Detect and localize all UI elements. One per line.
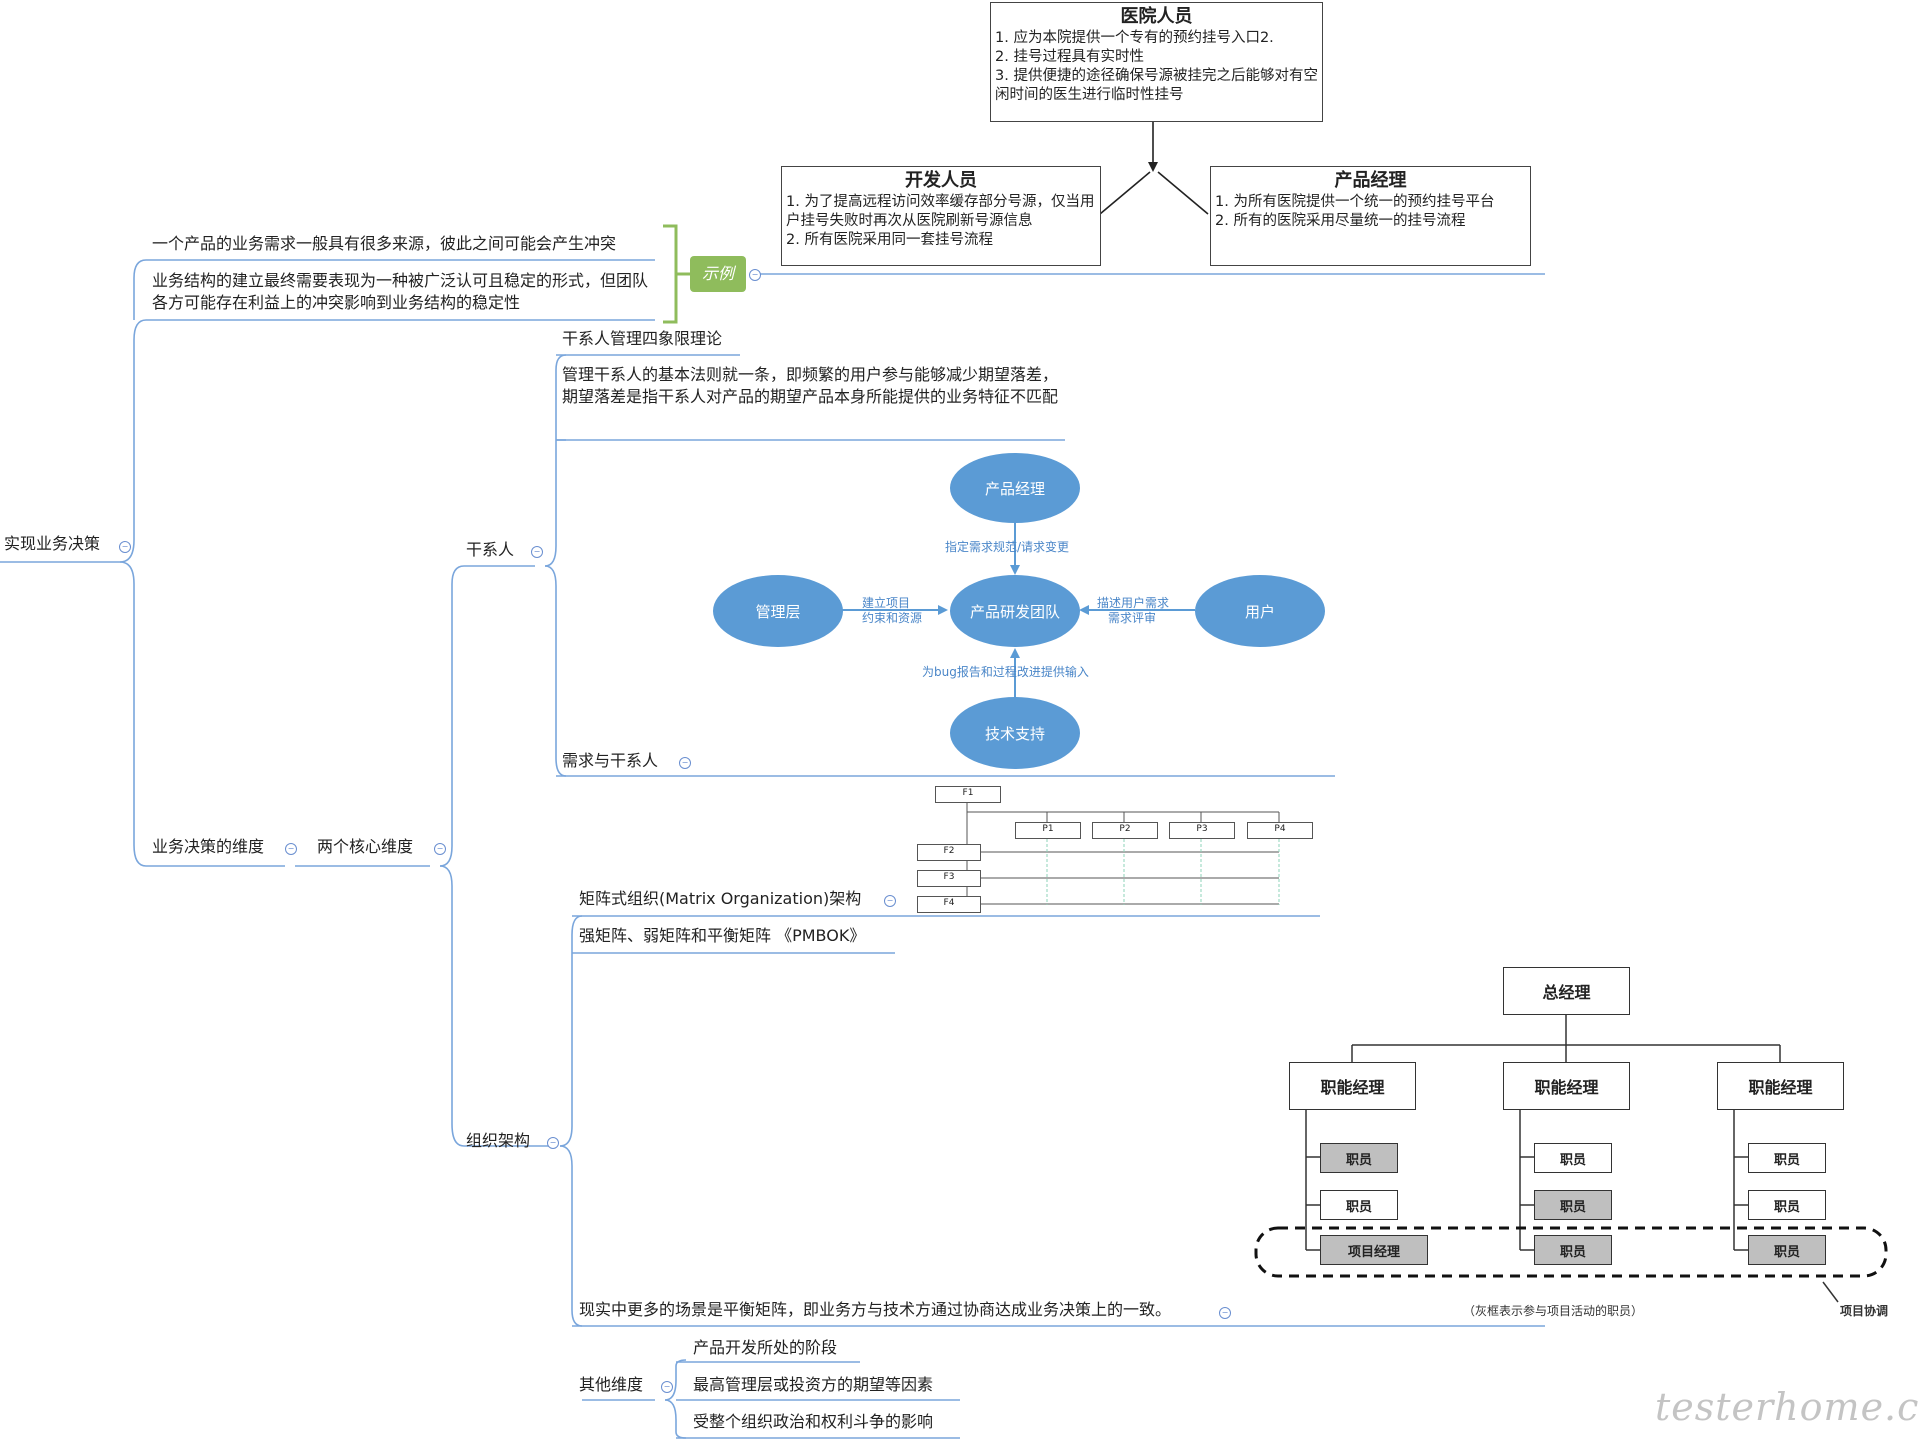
hospital-line-2: 2. 挂号过程具有实时性	[995, 49, 1144, 65]
branch1-item-1[interactable]: 一个产品的业务需求一般具有很多来源，彼此之间可能会产生冲突	[152, 234, 617, 253]
collapse-icon[interactable]: −	[119, 541, 131, 553]
collapse-icon[interactable]: −	[434, 843, 446, 855]
collapse-icon[interactable]: −	[285, 843, 297, 855]
collapse-icon[interactable]: −	[1219, 1307, 1231, 1319]
pm-line-1: 1. 为所有医院提供一个统一的预约挂号平台	[1215, 194, 1495, 210]
org-note: （灰框表示参与项目活动的职员）	[1463, 1304, 1644, 1318]
diagram-node-center: 产品研发团队	[950, 575, 1080, 647]
pm-line-2: 2. 所有的医院采用尽量统一的挂号流程	[1215, 213, 1466, 229]
org-staff: 职员	[1748, 1143, 1826, 1173]
collapse-icon[interactable]: −	[661, 1381, 673, 1393]
matrix-f1: F1	[935, 786, 1001, 803]
watermark: testerhome.com	[1655, 1385, 1920, 1429]
branch2-node[interactable]: 业务决策的维度	[152, 837, 265, 856]
collapse-icon[interactable]: −	[679, 757, 691, 769]
core-node[interactable]: 两个核心维度	[317, 837, 414, 856]
stakeholder-theory[interactable]: 干系人管理四象限理论	[562, 329, 723, 348]
pm-title: 产品经理	[1334, 170, 1407, 191]
hospital-box: 医院人员 1. 应为本院提供一个专有的预约挂号入口2. 2. 挂号过程具有实时性…	[990, 2, 1323, 122]
org-staff: 职员	[1748, 1235, 1826, 1265]
org-ceo: 总经理	[1503, 967, 1630, 1015]
other-item-2[interactable]: 最高管理层或投资方的期望等因素	[693, 1375, 934, 1394]
diagram-node-support: 技术支持	[950, 697, 1080, 769]
collapse-icon[interactable]: −	[749, 269, 761, 281]
org-types[interactable]: 强矩阵、弱矩阵和平衡矩阵 《PMBOK》	[579, 926, 866, 945]
org-matrix[interactable]: 矩阵式组织(Matrix Organization)架构	[579, 889, 862, 908]
org-staff: 职员	[1320, 1190, 1398, 1220]
diagram-edge-top: 指定需求规范/请求变更	[945, 540, 1070, 554]
org-manager-1: 职能经理	[1289, 1062, 1416, 1110]
org-staff: 职员	[1534, 1190, 1612, 1220]
developer-line-2: 2. 所有医院采用同一套挂号流程	[786, 232, 993, 248]
diagram-edge-right-2: 需求评审	[1108, 611, 1157, 625]
diagram-edge-left-1: 建立项目	[862, 596, 911, 610]
org-reality[interactable]: 现实中更多的场景是平衡矩阵，即业务方与技术方通过协商达成业务决策上的一致。	[579, 1300, 1172, 1319]
org-manager-3: 职能经理	[1717, 1062, 1844, 1110]
org-manager-2: 职能经理	[1503, 1062, 1630, 1110]
other-item-1[interactable]: 产品开发所处的阶段	[693, 1338, 838, 1357]
matrix-p1: P1	[1015, 822, 1081, 839]
diagram-edge-right-1: 描述用户需求	[1097, 596, 1170, 610]
matrix-p3: P3	[1169, 822, 1235, 839]
other-item-3[interactable]: 受整个组织政治和权利斗争的影响	[693, 1412, 934, 1431]
collapse-icon[interactable]: −	[547, 1137, 559, 1149]
diagram-node-pm: 产品经理	[950, 453, 1080, 523]
matrix-f3: F3	[917, 870, 981, 887]
org-staff: 职员	[1534, 1235, 1612, 1265]
matrix-p4: P4	[1247, 822, 1313, 839]
example-tag[interactable]: 示例	[690, 256, 746, 292]
diagram-edge-left-2: 约束和资源	[862, 611, 923, 625]
developer-title: 开发人员	[905, 170, 977, 191]
stakeholder-need[interactable]: 需求与干系人	[562, 751, 659, 770]
hospital-line-3: 3. 提供便捷的途径确保号源被挂完之后能够对有空闲时间的医生进行临时性挂号	[995, 68, 1318, 103]
collapse-icon[interactable]: −	[884, 895, 896, 907]
root-node[interactable]: 实现业务决策	[4, 534, 101, 553]
developer-box: 开发人员 1. 为了提高远程访问效率缓存部分号源，仅当用户挂号失败时再次从医院刷…	[781, 166, 1101, 266]
hospital-title: 医院人员	[1120, 6, 1193, 27]
matrix-f4: F4	[917, 896, 981, 913]
org-node[interactable]: 组织架构	[466, 1131, 531, 1150]
org-staff: 职员	[1320, 1143, 1398, 1173]
collapse-icon[interactable]: −	[531, 546, 543, 558]
other-node[interactable]: 其他维度	[579, 1375, 644, 1394]
org-staff: 职员	[1748, 1190, 1826, 1220]
matrix-p2: P2	[1092, 822, 1158, 839]
org-coord-label: 项目协调	[1840, 1304, 1889, 1318]
org-staff: 职员	[1534, 1143, 1612, 1173]
diagram-node-user: 用户	[1195, 575, 1325, 647]
stakeholder-node[interactable]: 干系人	[466, 540, 515, 559]
hospital-line-1: 1. 应为本院提供一个专有的预约挂号入口2.	[995, 30, 1274, 46]
branch1-item-2[interactable]: 业务结构的建立最终需要表现为一种被广泛认可且稳定的形式，但团队各方可能存在利益上…	[152, 271, 649, 312]
stakeholder-principle[interactable]: 管理干系人的基本法则就一条，即频繁的用户参与能够减少期望落差，期望落差是指干系人…	[562, 365, 1059, 406]
diagram-edge-bottom: 为bug报告和过程改进提供输入	[922, 665, 1089, 679]
developer-line-1: 1. 为了提高远程访问效率缓存部分号源，仅当用户挂号失败时再次从医院刷新号源信息	[786, 194, 1095, 229]
org-project-manager: 项目经理	[1320, 1235, 1428, 1265]
diagram-node-management: 管理层	[713, 575, 843, 647]
pm-box: 产品经理 1. 为所有医院提供一个统一的预约挂号平台 2. 所有的医院采用尽量统…	[1210, 166, 1531, 266]
matrix-f2: F2	[917, 844, 981, 861]
